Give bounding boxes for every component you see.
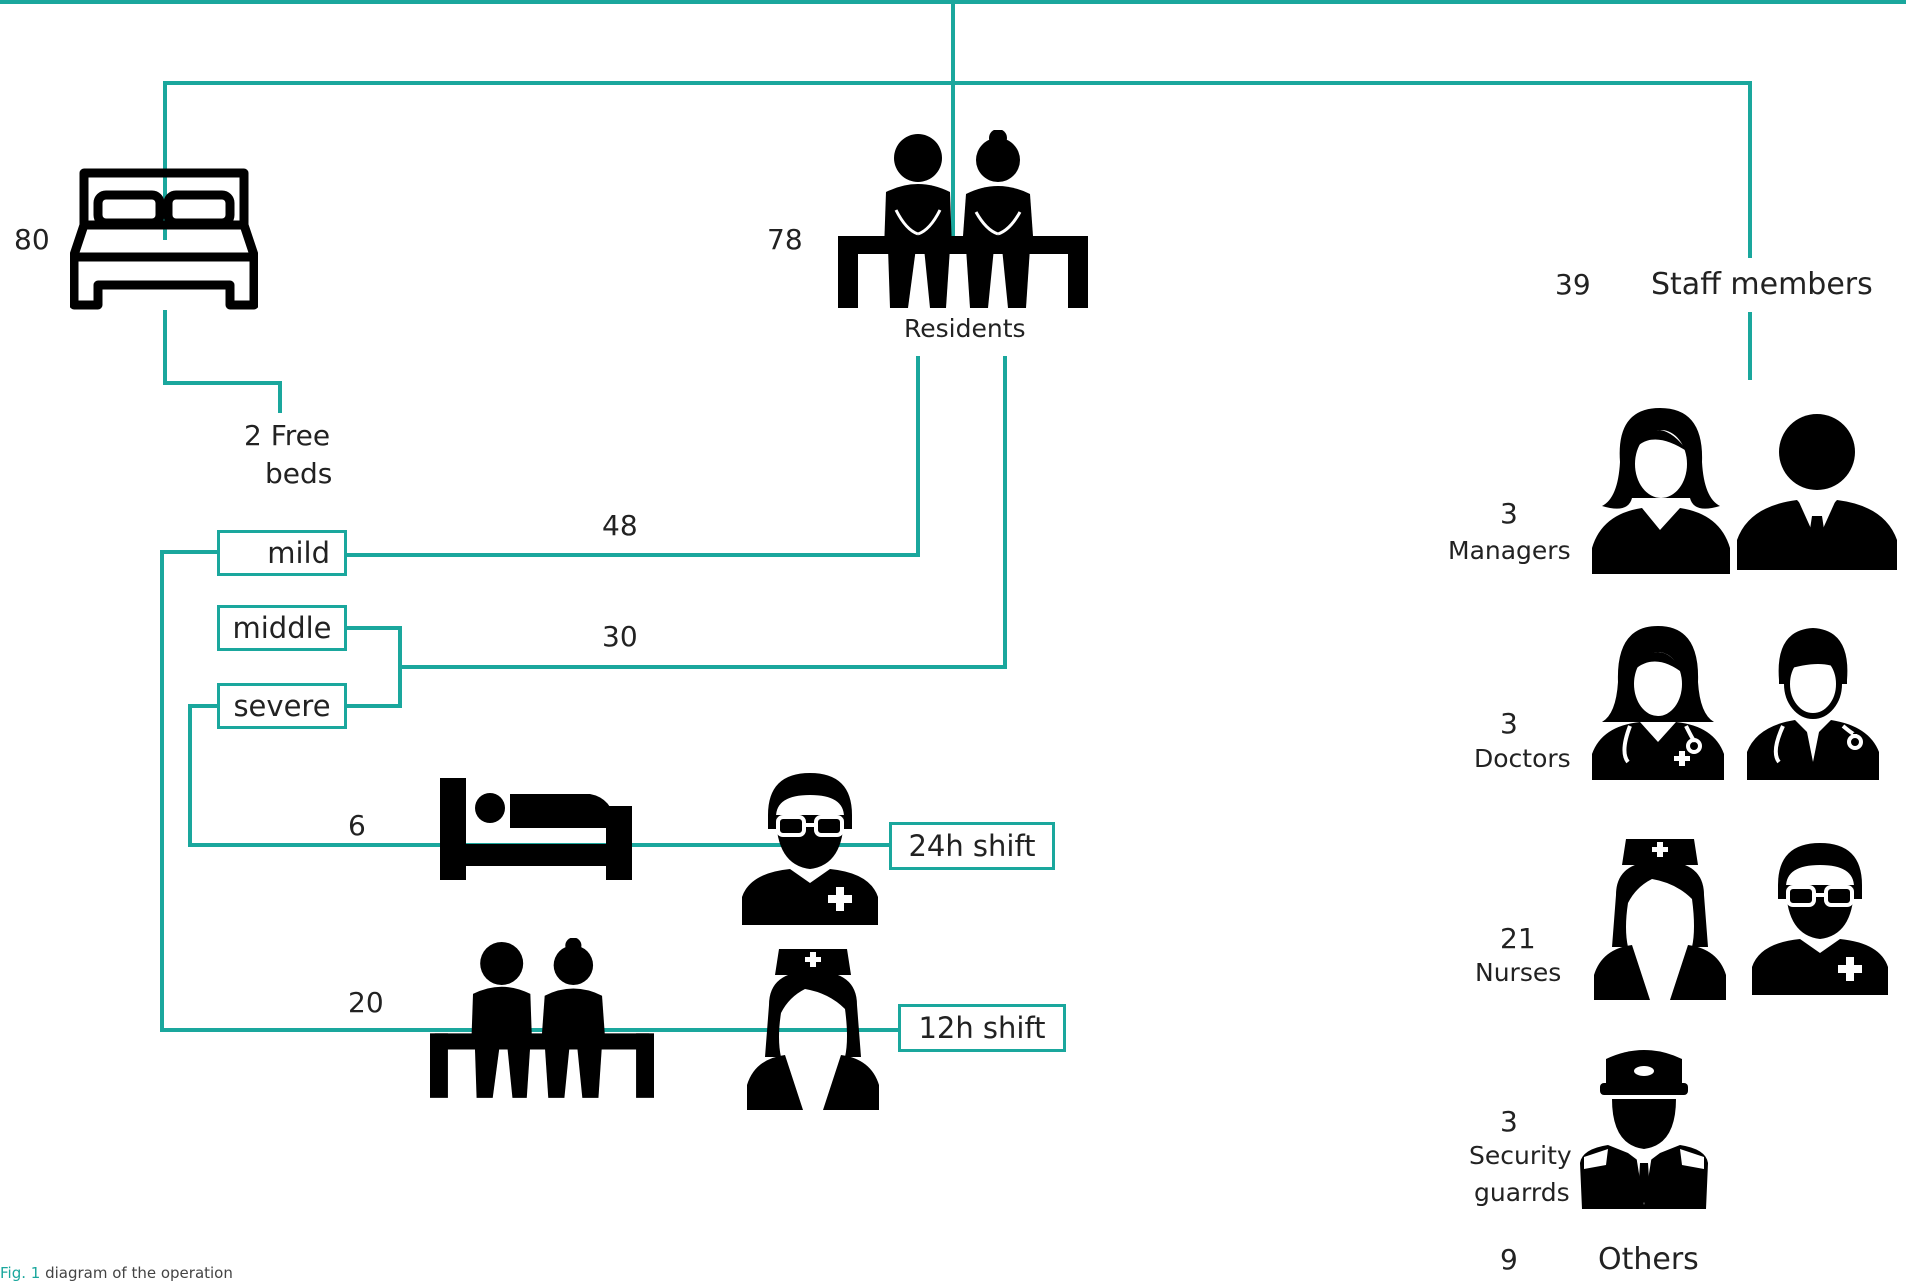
nurses-label: Nurses bbox=[1475, 960, 1561, 985]
male-doctor-icon bbox=[1745, 622, 1881, 780]
figure-number: Fig. 1 bbox=[0, 1264, 40, 1282]
security-label-line2: guarrds bbox=[1474, 1180, 1570, 1205]
free-beds-label-line2: beds bbox=[265, 460, 332, 488]
middle-severe-connector bbox=[400, 356, 1005, 667]
seated-residents-icon bbox=[430, 938, 654, 1100]
bed-icon bbox=[70, 165, 258, 315]
beds-total-count: 80 bbox=[14, 226, 50, 254]
middle-severe-count: 30 bbox=[602, 623, 638, 651]
managers-count: 3 bbox=[1500, 500, 1518, 528]
male-nurse-icon-24h bbox=[740, 765, 880, 925]
residents-icon bbox=[838, 130, 1088, 310]
severity-mild-box: mild bbox=[217, 530, 347, 576]
severity-middle-box: middle bbox=[217, 605, 347, 651]
security-count: 3 bbox=[1500, 1108, 1518, 1136]
bedridden-resident-icon bbox=[440, 778, 632, 882]
figure-caption-text: diagram of the operation bbox=[45, 1264, 233, 1282]
seated-count: 20 bbox=[348, 989, 384, 1017]
shift-12h-box: 12h shift bbox=[898, 1004, 1066, 1052]
doctors-count: 3 bbox=[1500, 710, 1518, 738]
others-label: Others bbox=[1598, 1245, 1699, 1275]
bedridden-count: 6 bbox=[348, 812, 366, 840]
others-count: 9 bbox=[1500, 1246, 1518, 1274]
male-manager-icon bbox=[1735, 412, 1899, 570]
nurses-count: 21 bbox=[1500, 925, 1536, 953]
male-nurse-icon bbox=[1750, 835, 1890, 995]
free-beds-label-line1: 2 Free bbox=[244, 422, 330, 450]
doctors-label: Doctors bbox=[1474, 746, 1571, 771]
female-nurse-icon bbox=[1590, 835, 1730, 1000]
middle-severe-bracket bbox=[344, 628, 400, 706]
severity-severe-box: severe bbox=[217, 683, 347, 729]
free-beds-connector bbox=[165, 310, 280, 413]
female-doctor-icon bbox=[1590, 622, 1726, 780]
managers-label: Managers bbox=[1448, 538, 1571, 563]
female-nurse-icon-12h bbox=[745, 945, 881, 1110]
shift-24h-box: 24h shift bbox=[889, 822, 1055, 870]
staff-count: 39 bbox=[1555, 271, 1591, 299]
staff-label: Staff members bbox=[1651, 270, 1873, 300]
figure-caption: Fig. 1 diagram of the operation bbox=[0, 1264, 233, 1282]
mild-count: 48 bbox=[602, 512, 638, 540]
female-manager-icon bbox=[1590, 402, 1732, 574]
security-label-line1: Security bbox=[1469, 1143, 1572, 1168]
residents-label: Residents bbox=[904, 316, 1026, 341]
residents-count: 78 bbox=[767, 226, 803, 254]
security-guard-icon bbox=[1578, 1045, 1710, 1209]
